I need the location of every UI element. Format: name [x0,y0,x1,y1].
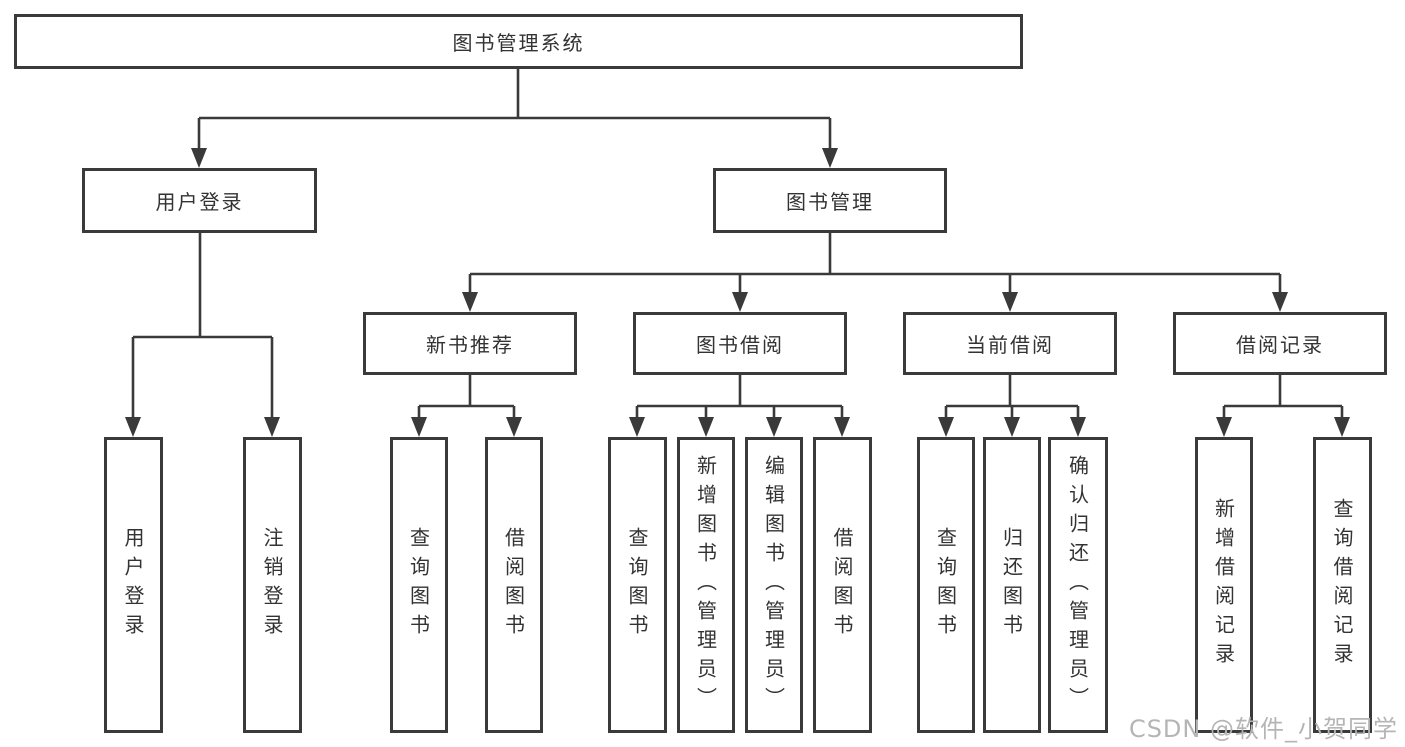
node-leaf-query-books-1: 查询图书 [390,437,448,733]
node-label: 图书借阅 [696,333,784,357]
node-label: 确认归还（管理员） [1065,454,1090,716]
node-label: 新增图书（管理员） [693,454,718,716]
csdn-watermark: CSDN @软件_小贺同学 [1128,715,1398,743]
node-user-login: 用户登录 [82,168,317,233]
node-label: 查询图书 [933,527,958,643]
connector-book-borrow-branch [629,375,850,437]
node-leaf-query-books-3: 查询图书 [917,437,975,733]
node-leaf-confirm-return-admin: 确认归还（管理员） [1048,437,1108,733]
node-borrow-records: 借阅记录 [1173,312,1387,375]
node-library-management-system: 图书管理系统 [14,14,1023,69]
node-label: 查询图书 [625,527,649,643]
node-label: 当前借阅 [966,333,1054,357]
node-leaf-query-books-2: 查询图书 [608,437,667,733]
node-label: 新书推荐 [426,333,514,357]
node-label: 用户登录 [155,190,244,214]
node-label: 归还图书 [999,527,1024,643]
node-label: 借阅记录 [1236,333,1324,357]
node-leaf-user-login: 用户登录 [104,437,163,733]
node-leaf-query-borrow-record: 查询借阅记录 [1313,437,1372,733]
node-book-borrow: 图书借阅 [633,312,847,375]
node-leaf-add-books-admin: 新增图书（管理员） [677,437,735,733]
node-leaf-logout: 注销登录 [243,437,302,733]
connector-current-borrow-branch [938,375,1086,437]
node-label: 用户登录 [121,527,145,643]
connector-user-login-branch [125,233,280,437]
node-leaf-borrow-books-1: 借阅图书 [485,437,543,733]
node-leaf-borrow-books-2: 借阅图书 [813,437,872,733]
node-label: 借阅图书 [501,527,526,643]
connector-root-to-level2 [191,68,838,168]
node-label: 新增借阅记录 [1211,498,1236,672]
node-book-management: 图书管理 [713,168,947,233]
node-label: 借阅图书 [830,527,854,643]
node-leaf-edit-books-admin: 编辑图书（管理员） [745,437,803,733]
node-label: 查询借阅记录 [1330,498,1354,672]
connector-new-book-branch [411,375,522,437]
connector-book-management-branch [462,233,1288,312]
node-label: 图书管理系统 [452,31,585,55]
node-label: 图书管理 [786,190,874,214]
node-leaf-add-borrow-record: 新增借阅记录 [1195,437,1253,733]
node-current-borrow: 当前借阅 [903,312,1117,375]
node-new-book-recommend: 新书推荐 [363,312,577,375]
node-label: 编辑图书（管理员） [761,454,786,716]
connector-borrow-records-branch [1216,375,1350,437]
node-leaf-return-books: 归还图书 [983,437,1041,733]
node-label: 查询图书 [406,527,431,643]
node-label: 注销登录 [260,527,284,643]
